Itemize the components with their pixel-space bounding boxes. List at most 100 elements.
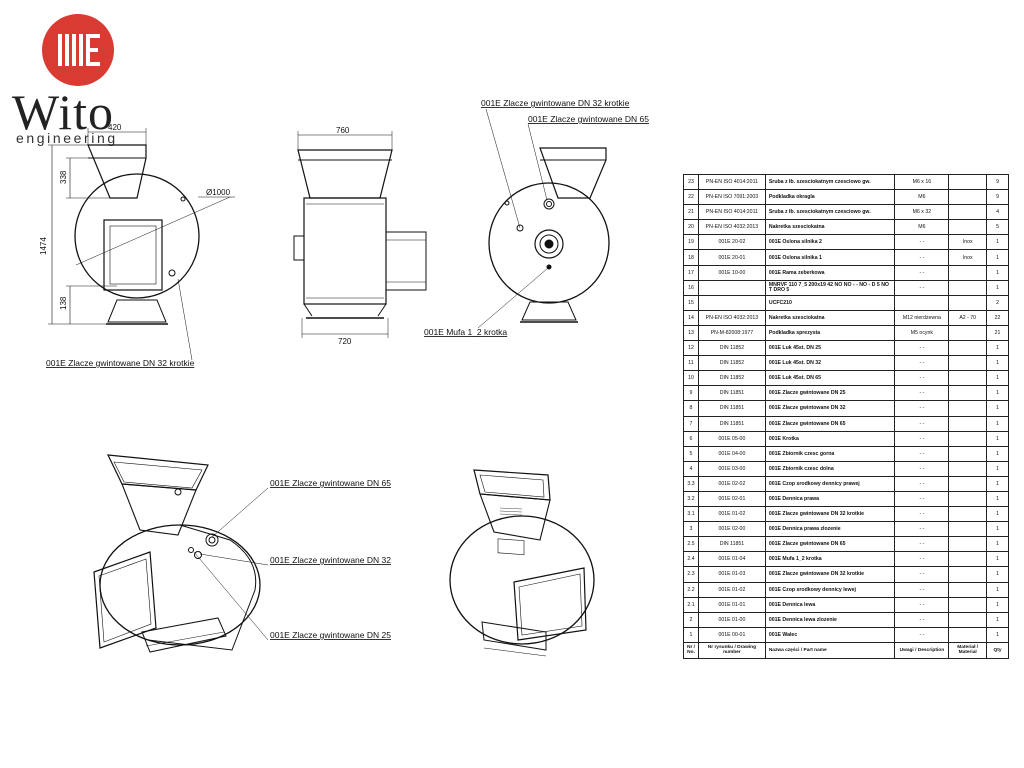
callout-iso-dn32: 001E Zlacze gwintowane DN 32 — [270, 555, 391, 565]
bom-cell-no: 2 — [683, 611, 699, 628]
bom-cell-description: - - — [894, 430, 950, 447]
bom-cell-qty: 22 — [986, 309, 1009, 326]
bom-cell-no: 8 — [683, 400, 699, 417]
company-logo: Wito engineering — [8, 8, 138, 146]
bom-cell-part: 001E Zbiornik czesc gorna — [764, 445, 896, 462]
bom-cell-material — [948, 385, 988, 402]
bom-cell-drawing: PN-EN ISO 4014:2011 — [697, 204, 766, 221]
bom-cell-part: 001E Luk 45st. DN 25 — [764, 340, 896, 357]
bom-cell-material — [948, 355, 988, 372]
bom-cell-description: M6 — [894, 189, 950, 206]
bom-cell-material — [948, 324, 988, 342]
callout-rear-mufa: 001E Mufa 1_2 krotka — [424, 327, 507, 337]
bom-cell-qty: 1 — [986, 234, 1009, 251]
bom-cell-no: 7 — [683, 415, 699, 432]
bom-cell-drawing: 001E 02-01 — [697, 490, 766, 508]
bom-cell-description: - - — [894, 264, 950, 281]
bom-cell-description: - - — [894, 626, 950, 643]
bom-cell-material — [948, 596, 988, 613]
bom-cell-material: A2 - 70 — [948, 309, 988, 326]
bom-cell-part: 001E Czop srodkowy dennicy prawej — [764, 475, 896, 492]
bom-cell-qty: 1 — [986, 264, 1009, 281]
bom-cell-qty: 1 — [986, 370, 1009, 387]
bom-cell-material — [948, 581, 988, 598]
bom-cell-material — [948, 279, 988, 296]
bom-cell-no: 23 — [683, 173, 699, 191]
bom-cell-material — [948, 521, 988, 538]
bom-cell-qty: 9 — [986, 189, 1009, 206]
bom-cell-material — [948, 626, 988, 643]
bom-cell-part: Nakretka szesciokatna — [764, 219, 896, 236]
bom-cell-material — [948, 460, 988, 477]
bom-cell-material — [948, 445, 988, 462]
dim-front-height: 1474 — [39, 237, 48, 255]
bom-cell-qty: 1 — [986, 521, 1009, 538]
bom-cell-material — [948, 415, 988, 432]
bom-cell-no: 4 — [683, 460, 699, 477]
bom-cell-material — [948, 370, 988, 387]
bom-cell-no: 19 — [683, 234, 699, 251]
bom-cell-material — [948, 551, 988, 568]
bom-cell-part: Podkladka okragla — [764, 189, 896, 206]
bom-cell-part: 001E Czop srodkowy dennicy lewej — [764, 581, 896, 598]
bom-cell-description: - - — [894, 249, 950, 266]
bom-cell-qty: 1 — [986, 490, 1009, 508]
bom-cell-part: 001E Luk 45st. DN 32 — [764, 355, 896, 372]
bom-cell-description: M6 — [894, 219, 950, 236]
bom-cell-qty: 1 — [986, 355, 1009, 372]
bom-cell-no: 9 — [683, 385, 699, 402]
bom-cell-material — [948, 219, 988, 236]
bom-cell-drawing: 001E 20-01 — [697, 249, 766, 266]
bom-header-row: Nr / No. Nr rysunku / Drawing number Naz… — [683, 641, 1009, 659]
side-view — [293, 131, 427, 338]
bom-cell-qty: 1 — [986, 460, 1009, 477]
bom-cell-part: 001E Zlacze gwintowane DN 32 krotkie — [764, 506, 896, 523]
bom-cell-part: 001E Zlacze gwintowane DN 25 — [764, 385, 896, 402]
dim-front-hopper: 338 — [59, 170, 68, 184]
bom-cell-part: 001E Zlacze gwintowane DN 32 krotkie — [764, 566, 896, 583]
bom-cell-drawing: 001E 01-03 — [697, 566, 766, 583]
bom-cell-material — [948, 506, 988, 523]
bom-cell-material — [948, 400, 988, 417]
bom-cell-part: 001E Dennica prawa — [764, 490, 896, 508]
bom-cell-no: 20 — [683, 219, 699, 236]
bom-cell-qty: 21 — [986, 324, 1009, 342]
bom-cell-material — [948, 294, 988, 311]
bom-cell-qty: 1 — [986, 340, 1009, 357]
logo-circle-icon — [42, 14, 114, 86]
bom-header-description: Uwagi / Description — [894, 641, 950, 659]
bom-cell-drawing: DIN 11852 — [697, 340, 766, 357]
bom-cell-drawing: 001E 02-00 — [697, 521, 766, 538]
bom-cell-description: - - — [894, 460, 950, 477]
dim-front-top: 420 — [108, 123, 122, 132]
bom-cell-drawing: PN-EN ISO 4032:2013 — [697, 309, 766, 326]
bom-cell-qty: 2 — [986, 294, 1009, 311]
bom-cell-no: 11 — [683, 355, 699, 372]
bom-header-drawing: Nr rysunku / Drawing number — [697, 641, 766, 659]
bom-cell-no: 21 — [683, 204, 699, 221]
bom-cell-qty: 1 — [986, 430, 1009, 447]
bom-cell-qty: 1 — [986, 279, 1009, 296]
bom-cell-no: 5 — [683, 445, 699, 462]
bom-cell-material — [948, 536, 988, 553]
bom-cell-description: - - — [894, 551, 950, 568]
bom-cell-no: 10 — [683, 370, 699, 387]
callout-rear-dn32: 001E Zlacze gwintowane DN 32 krotkie — [481, 98, 630, 108]
front-view — [48, 128, 235, 361]
bom-cell-drawing: DIN 11851 — [697, 400, 766, 417]
bom-cell-description: M12 nierdzewna — [894, 309, 950, 326]
bom-cell-drawing: 001E 01-01 — [697, 596, 766, 613]
bom-cell-qty: 1 — [986, 445, 1009, 462]
bom-cell-part: 001E Mufa 1_2 krotka — [764, 551, 896, 568]
bom-cell-qty: 1 — [986, 385, 1009, 402]
bom-header-qty: Qty — [986, 641, 1009, 659]
